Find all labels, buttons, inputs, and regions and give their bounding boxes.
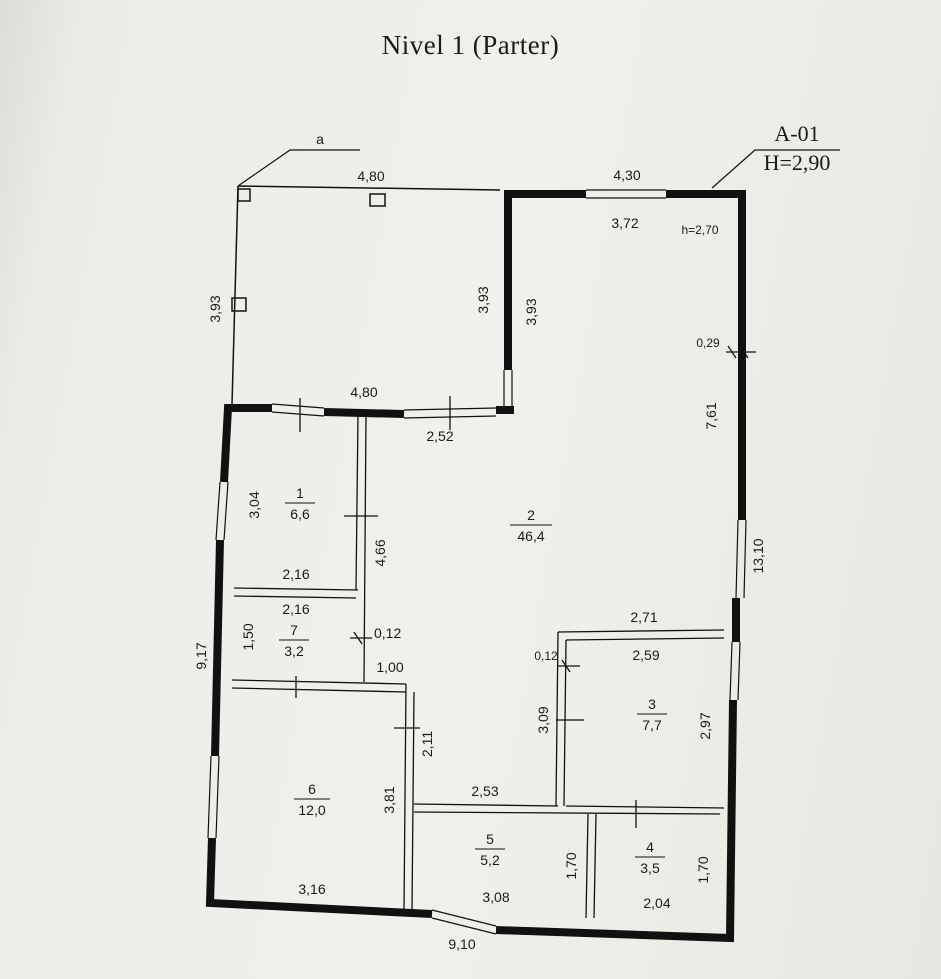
room-area: 6,6 bbox=[290, 506, 310, 522]
dim-room1-part: 4,66 bbox=[372, 539, 388, 566]
wall-room7-bottom bbox=[231, 679, 407, 693]
dim-tick bbox=[295, 396, 637, 828]
dim-100: 1,00 bbox=[376, 659, 403, 675]
wall-left-upper bbox=[220, 404, 272, 483]
page-title: Nivel 1 (Parter) bbox=[381, 30, 560, 60]
room-label-1: 1 6,6 bbox=[285, 485, 315, 522]
room-number: 6 bbox=[308, 781, 316, 797]
wall-mid-segment bbox=[323, 408, 405, 418]
wall-left-lower bbox=[211, 539, 224, 757]
room-area: 12,0 bbox=[298, 802, 325, 818]
dim-room3-right: 2,97 bbox=[697, 712, 713, 739]
dim-room7-w: 2,16 bbox=[282, 601, 309, 617]
room-label-3: 3 7,7 bbox=[637, 696, 667, 733]
window-room1-top bbox=[271, 403, 325, 417]
dim-left-total: 9,17 bbox=[193, 642, 209, 669]
dim-room1-w: 2,16 bbox=[282, 566, 309, 582]
window-right-lower bbox=[729, 641, 741, 701]
section-mark-line bbox=[237, 149, 360, 187]
dim-right-761: 7,61 bbox=[703, 402, 719, 429]
column-square bbox=[237, 188, 251, 202]
wall-room3-top bbox=[557, 629, 725, 641]
wall-room3-left bbox=[555, 631, 567, 807]
dim-terrace-right: 3,93 bbox=[475, 286, 491, 313]
marker-height: H=2,90 bbox=[764, 150, 831, 175]
dim-room5-w: 3,08 bbox=[482, 889, 509, 905]
dim-room4-w: 2,04 bbox=[643, 895, 670, 911]
dim-room7-h: 1,50 bbox=[240, 623, 256, 650]
dim-room5-top: 2,53 bbox=[471, 783, 498, 799]
dim-room6-h: 3,81 bbox=[381, 786, 397, 813]
dim-top-opening: 4,30 bbox=[613, 167, 640, 183]
window-bottom bbox=[431, 909, 497, 935]
terrace-outline bbox=[231, 185, 501, 405]
dim-wall-012-a: 0,12 bbox=[374, 625, 401, 641]
room-number: 2 bbox=[527, 507, 535, 523]
window-left-lower bbox=[207, 755, 220, 839]
wall-room1-bottom bbox=[233, 587, 359, 599]
window-top bbox=[586, 189, 666, 199]
wall-room5-right bbox=[585, 813, 597, 919]
wall-room5-top bbox=[413, 803, 725, 815]
ceiling-height: h=2,70 bbox=[681, 223, 718, 237]
wall-right-lower bbox=[495, 699, 737, 943]
dim-terrace-top: 4,80 bbox=[357, 168, 384, 184]
room-label-7: 7 3,2 bbox=[279, 622, 309, 659]
wall-room1-right bbox=[355, 413, 367, 683]
wall-corridor-left bbox=[403, 683, 415, 911]
wall-top-right bbox=[666, 190, 746, 520]
column-square bbox=[369, 193, 386, 207]
room-area: 46,4 bbox=[517, 528, 544, 544]
marker-code: A-01 bbox=[774, 121, 819, 146]
room-number: 3 bbox=[648, 696, 656, 712]
room-number: 4 bbox=[646, 839, 654, 855]
dim-bottom-total: 9,10 bbox=[448, 936, 475, 952]
room-number: 1 bbox=[296, 485, 304, 501]
dim-terrace-left: 3,93 bbox=[207, 295, 223, 322]
window-right-upper bbox=[735, 519, 747, 599]
dim-room3-w: 2,59 bbox=[632, 647, 659, 663]
room-label-5: 5 5,2 bbox=[475, 831, 505, 868]
room-number: 7 bbox=[290, 622, 298, 638]
dim-tick bbox=[350, 345, 756, 673]
wall-bottom-left bbox=[205, 837, 433, 918]
column-square bbox=[231, 297, 247, 312]
room-area: 5,2 bbox=[480, 852, 500, 868]
dim-terrace-bottom: 4,80 bbox=[350, 384, 377, 400]
room-area: 3,5 bbox=[640, 860, 660, 876]
room-label-6: 6 12,0 bbox=[294, 781, 330, 818]
dim-top-inner: 3,72 bbox=[611, 215, 638, 231]
dim-hall-left: 3,93 bbox=[523, 298, 539, 325]
dim-right-total: 13,10 bbox=[750, 538, 766, 573]
dim-room6-w: 3,16 bbox=[298, 881, 325, 897]
window-left-upper bbox=[215, 481, 229, 541]
dim-252: 2,52 bbox=[426, 428, 453, 444]
dim-wall-012-b: 0,12 bbox=[534, 649, 558, 663]
dim-room3-top: 2,71 bbox=[630, 609, 657, 625]
marker-leader bbox=[711, 149, 840, 189]
window-hall-left bbox=[503, 370, 513, 410]
section-mark-label: a bbox=[316, 131, 324, 147]
room-label-4: 4 3,5 bbox=[635, 839, 665, 876]
dim-wall-029: 0,29 bbox=[696, 336, 720, 350]
room-label-2: 2 46,4 bbox=[510, 507, 552, 544]
room-number: 5 bbox=[486, 831, 494, 847]
dim-corr-h: 2,11 bbox=[419, 731, 435, 757]
dim-room3-h: 3,09 bbox=[535, 706, 551, 733]
dim-room4-h: 1,70 bbox=[695, 856, 711, 883]
room-area: 7,7 bbox=[642, 717, 662, 733]
dim-room1-h: 3,04 bbox=[246, 491, 262, 518]
dim-room5-h: 1,70 bbox=[563, 852, 579, 879]
room-area: 3,2 bbox=[284, 643, 304, 659]
